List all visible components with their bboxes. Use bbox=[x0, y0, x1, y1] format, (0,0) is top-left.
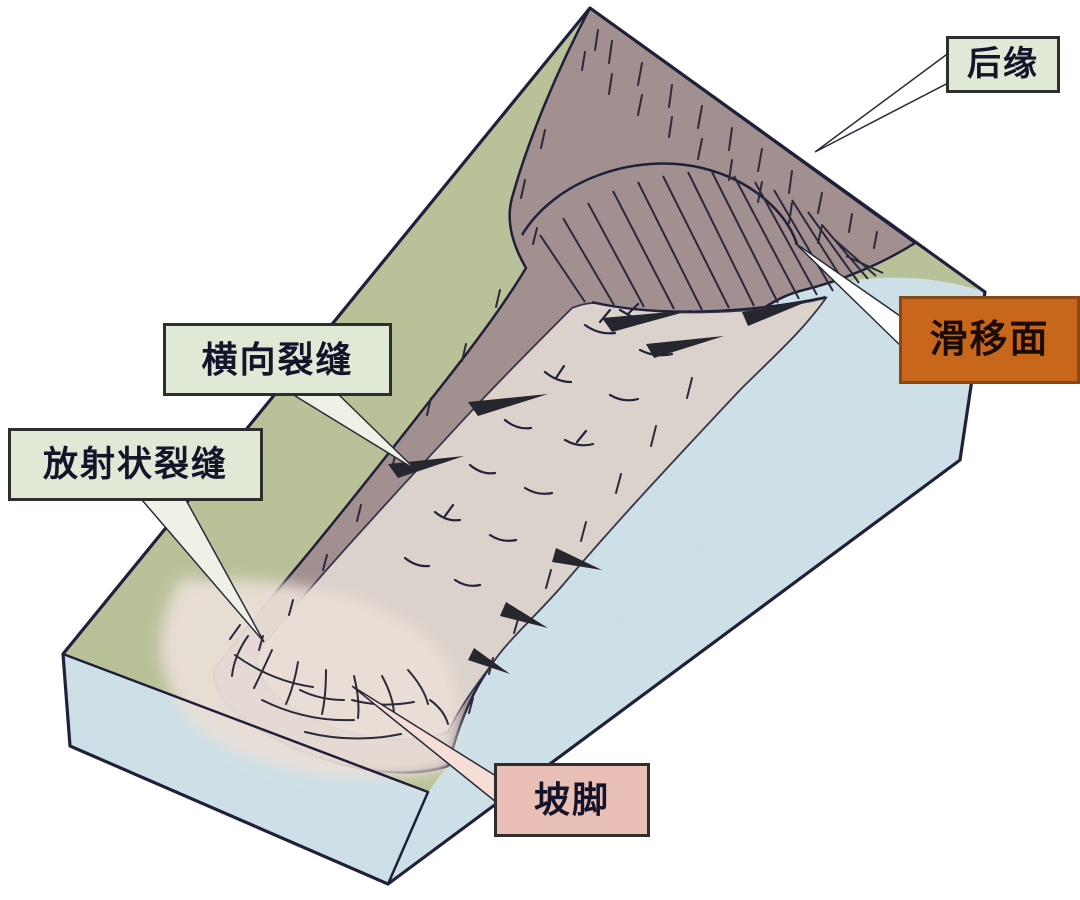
label-rear-edge: 后缘 bbox=[946, 36, 1060, 93]
fissure-wedge bbox=[552, 548, 602, 570]
fissure-wedge bbox=[468, 394, 548, 416]
left-wall-hatch-strokes bbox=[258, 129, 546, 651]
fissure-wedge bbox=[646, 336, 724, 358]
label-slide-surface-text: 滑移面 bbox=[929, 319, 1050, 361]
fissure-wedge bbox=[500, 602, 548, 628]
label-radial-cracks: 放射状裂缝 bbox=[8, 428, 263, 501]
leader-rear-edge bbox=[814, 50, 951, 153]
open-fissures bbox=[388, 302, 806, 674]
leader-lines bbox=[140, 50, 951, 804]
right-face-exposed bbox=[428, 277, 985, 792]
toe-fan bbox=[161, 579, 458, 779]
scarp-hatching bbox=[258, 29, 878, 714]
scarp-hatch-strokes bbox=[581, 29, 878, 249]
fissure-wedge bbox=[468, 648, 510, 674]
label-transverse-cracks-text: 横向裂缝 bbox=[201, 339, 354, 380]
fissure-wedge bbox=[388, 456, 464, 478]
transverse-cracks bbox=[403, 302, 674, 587]
label-rear-edge-text: 后缘 bbox=[967, 45, 1039, 83]
fissure-wedge bbox=[602, 310, 692, 332]
label-slope-toe: 坡脚 bbox=[494, 763, 650, 837]
label-slide-surface: 滑移面 bbox=[899, 296, 1080, 384]
block-inner-edges bbox=[62, 652, 430, 885]
crown-arc bbox=[520, 162, 799, 245]
mass-head-edge bbox=[591, 296, 827, 313]
label-transverse-cracks: 横向裂缝 bbox=[163, 323, 392, 396]
label-radial-cracks-text: 放射状裂缝 bbox=[42, 445, 228, 484]
fissure-wedge bbox=[742, 302, 806, 326]
label-slope-toe-text: 坡脚 bbox=[533, 780, 610, 820]
slide-surface-striations bbox=[539, 171, 884, 311]
